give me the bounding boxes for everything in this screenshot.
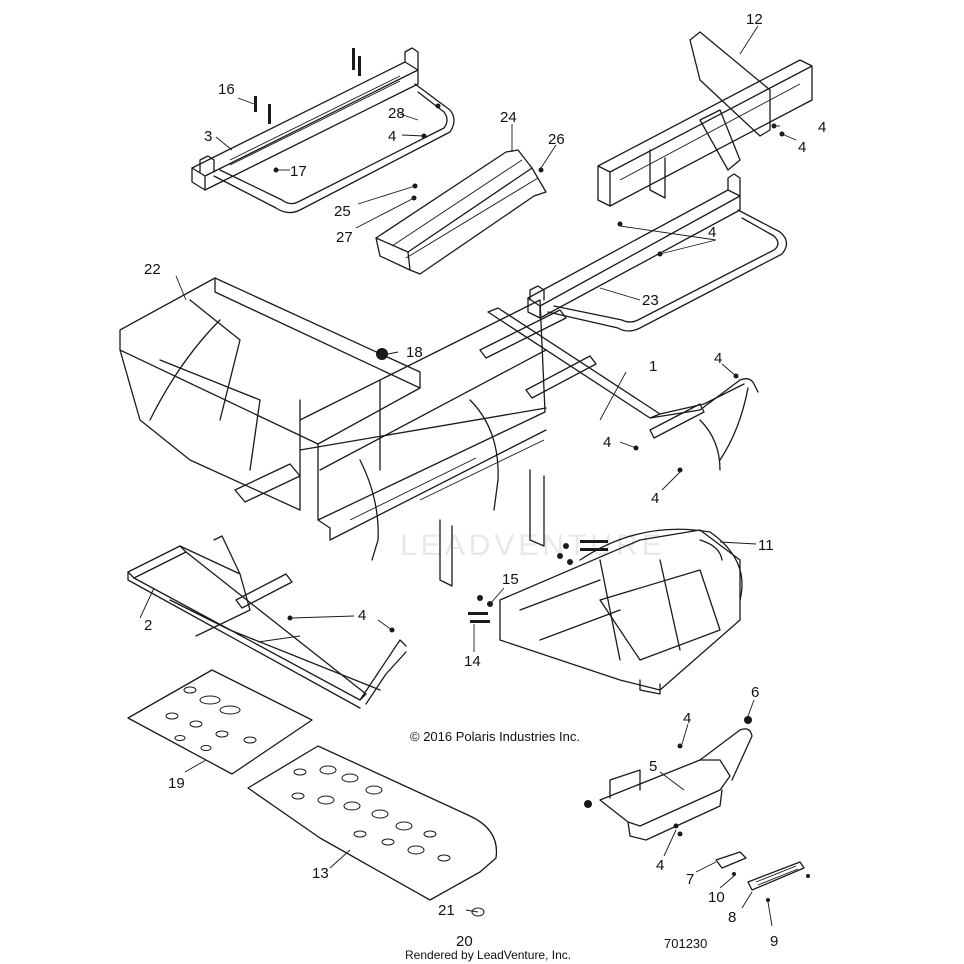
part-3-bed-frame-left bbox=[191, 47, 455, 214]
leader-lines bbox=[139, 25, 797, 927]
callout-4: 4 bbox=[708, 224, 716, 241]
part-5-front-bumper bbox=[599, 728, 753, 841]
figure-number: 701230 bbox=[664, 936, 707, 951]
callout-27: 27 bbox=[336, 229, 353, 246]
part-11-front-frame bbox=[499, 528, 743, 695]
callout-5: 5 bbox=[649, 758, 657, 775]
callout-4: 4 bbox=[818, 119, 826, 136]
callout-21: 21 bbox=[438, 902, 455, 919]
part-2-lower-frame bbox=[127, 535, 407, 709]
part-12-rear-frame bbox=[597, 31, 813, 207]
callout-17: 17 bbox=[290, 163, 307, 180]
callout-8: 8 bbox=[728, 909, 736, 926]
callout-15: 15 bbox=[502, 571, 519, 588]
callout-28: 28 bbox=[388, 105, 405, 122]
callout-13: 13 bbox=[312, 865, 329, 882]
part-8-grille-plate bbox=[747, 861, 805, 891]
part-13-skid-plate-large bbox=[247, 745, 498, 901]
part-7-bracket bbox=[715, 851, 747, 869]
callout-24: 24 bbox=[500, 109, 517, 126]
callout-19: 19 bbox=[168, 775, 185, 792]
callout-4: 4 bbox=[798, 139, 806, 156]
callout-12: 12 bbox=[746, 11, 763, 28]
watermark-text: LEADVENTURE bbox=[400, 529, 666, 562]
callout-20: 20 bbox=[456, 933, 473, 950]
rendered-by-text: Rendered by LeadVenture, Inc. bbox=[405, 948, 571, 962]
callout-4: 4 bbox=[651, 490, 659, 507]
callout-11: 11 bbox=[758, 537, 774, 554]
callout-labels: 1 2 3 4 4 4 4 4 4 4 4 4 4 5 6 7 8 9 10 1… bbox=[144, 11, 826, 950]
callout-6: 6 bbox=[751, 684, 759, 701]
callout-14: 14 bbox=[464, 653, 481, 670]
callout-4: 4 bbox=[714, 350, 722, 367]
callout-2: 2 bbox=[144, 617, 152, 634]
part-24-floor-panel bbox=[375, 149, 547, 275]
callout-4: 4 bbox=[388, 128, 396, 145]
callout-22: 22 bbox=[144, 261, 161, 278]
callout-10: 10 bbox=[708, 889, 725, 906]
callout-4: 4 bbox=[603, 434, 611, 451]
part-1-frame-rail bbox=[479, 307, 759, 471]
part-22-main-chassis bbox=[119, 277, 547, 587]
copyright-text: © 2016 Polaris Industries Inc. bbox=[410, 729, 580, 744]
callout-4: 4 bbox=[683, 710, 691, 727]
callout-9: 9 bbox=[770, 933, 778, 950]
callout-26: 26 bbox=[548, 131, 565, 148]
callout-25: 25 bbox=[334, 203, 351, 220]
callout-4: 4 bbox=[656, 857, 664, 874]
callout-7: 7 bbox=[686, 871, 694, 888]
callout-1: 1 bbox=[649, 358, 657, 375]
callout-18: 18 bbox=[406, 344, 423, 361]
callout-4: 4 bbox=[358, 607, 366, 624]
callout-23: 23 bbox=[642, 292, 659, 309]
callout-16: 16 bbox=[218, 81, 235, 98]
part-19-skid-plate bbox=[127, 669, 313, 775]
callout-3: 3 bbox=[204, 128, 212, 145]
